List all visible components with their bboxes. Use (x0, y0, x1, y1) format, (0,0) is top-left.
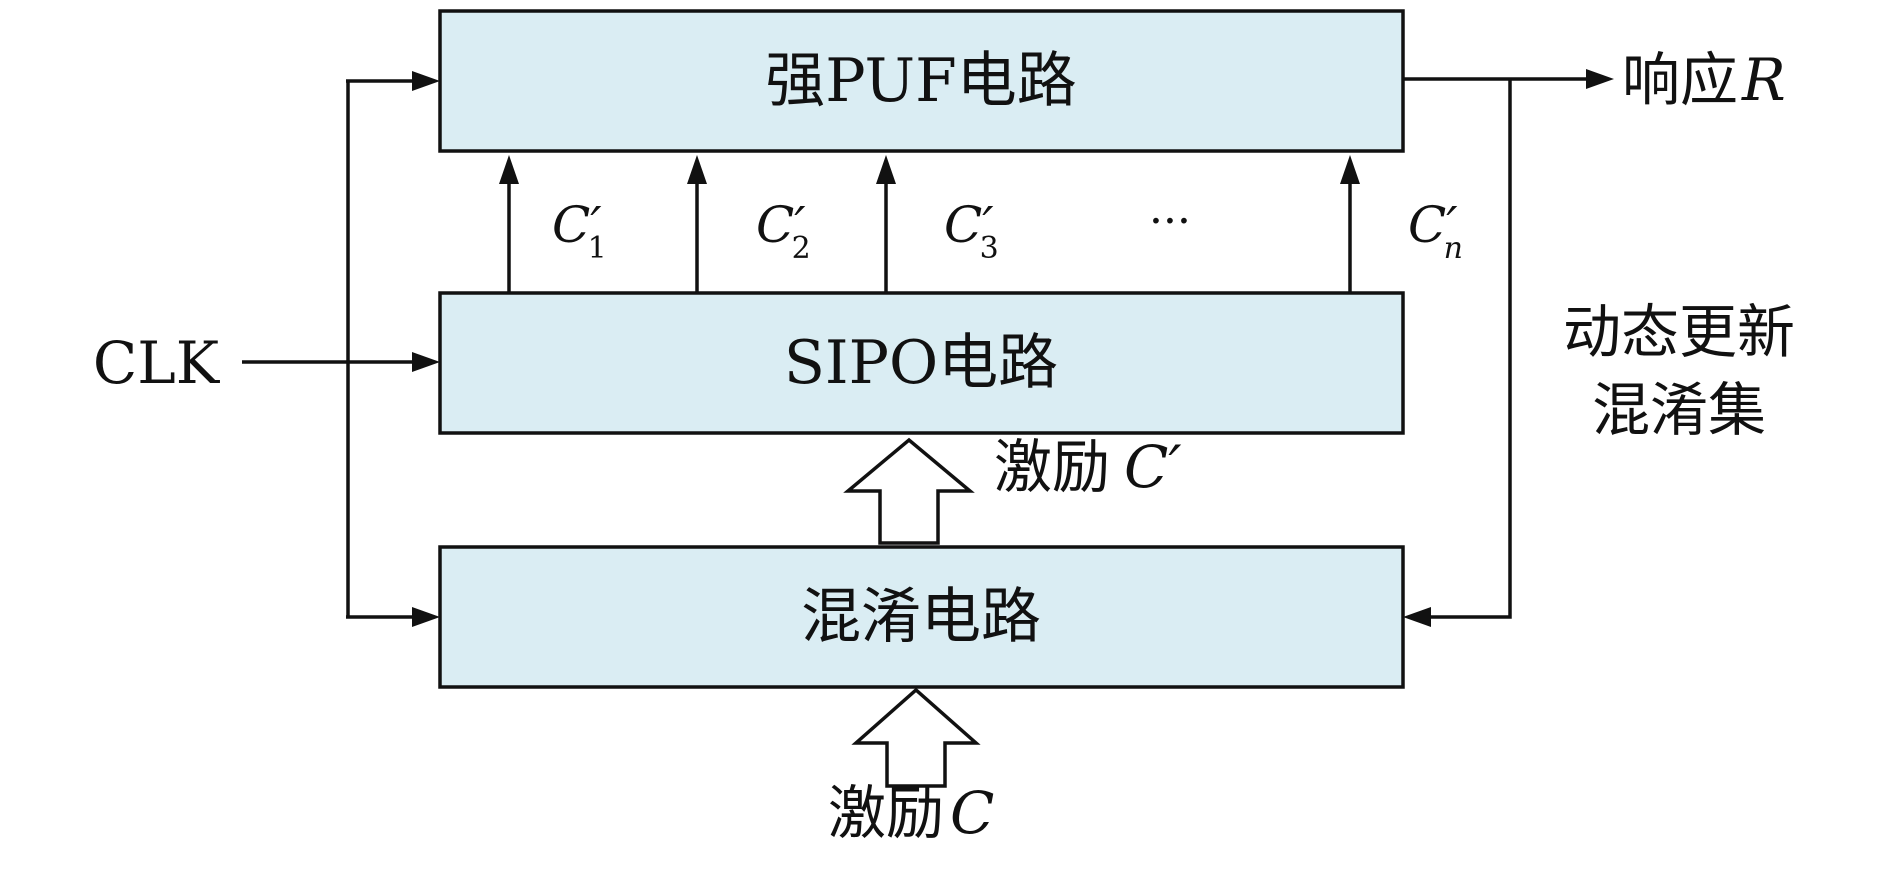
puf-block-label: 强PUF电路 (765, 46, 1077, 116)
parallel-bit-n: C′n (1340, 155, 1463, 293)
feedback-loop: 动态更新 混淆集 (1403, 79, 1795, 627)
obfuscation-block-rect (438, 545, 1405, 689)
response-arrowhead (1586, 69, 1614, 89)
clock-bus (346, 71, 440, 627)
bit-3-arrowhead (876, 155, 896, 184)
intermediate-hollow-arrow (843, 437, 975, 545)
obfuscation-block: 混淆电路 (438, 545, 1405, 689)
feedback-label-line1: 动态更新 (1563, 298, 1795, 366)
external-hollow-arrow (851, 687, 981, 788)
bit-1-label: C′1 (552, 196, 607, 266)
response-output: 响应R (1403, 46, 1786, 114)
puf-block: 强PUF电路 (438, 9, 1405, 153)
bit-3-label: C′3 (944, 196, 999, 266)
parallel-bits-ellipsis: ··· (1149, 196, 1191, 247)
bit-n-arrowhead (1340, 155, 1360, 184)
feedback-arrowhead (1403, 607, 1431, 627)
feedback-label-line2: 混淆集 (1592, 376, 1766, 444)
sipo-block-label: SIPO电路 (784, 328, 1058, 398)
clock-input: CLK (93, 329, 440, 397)
sipo-block: SIPO电路 (438, 291, 1405, 435)
obfuscation-block-label: 混淆电路 (801, 582, 1041, 652)
bit-n-label: C′n (1408, 196, 1463, 266)
puf-block-rect (438, 9, 1405, 153)
bit-2-label: C′2 (756, 196, 811, 266)
response-label: 响应R (1622, 46, 1786, 114)
clock-to-obfuscation-arrowhead (412, 607, 440, 627)
parallel-bit-3: C′3 (876, 155, 999, 293)
bit-2-arrowhead (687, 155, 707, 184)
feedback-line (1427, 79, 1512, 619)
parallel-bit-1: C′1 (499, 155, 607, 293)
clock-to-puf-arrowhead (412, 71, 440, 91)
parallel-bit-2: C′2 (687, 155, 811, 293)
sipo-block-rect (438, 291, 1405, 435)
clock-arrowhead (412, 352, 440, 372)
clock-label: CLK (93, 329, 221, 397)
bit-1-arrowhead (499, 155, 519, 184)
